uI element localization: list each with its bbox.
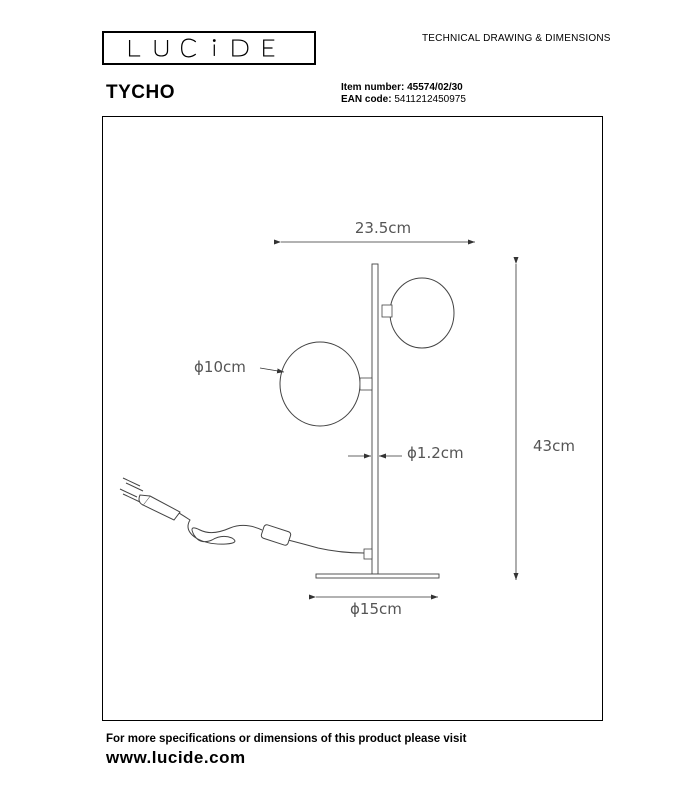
plug-pin-1	[122, 477, 141, 487]
ean-value: 5411212450975	[394, 94, 466, 105]
product-meta: Item number: 45574/02/30 EAN code: 54112…	[341, 82, 466, 106]
width-dimension: 23.5cm	[274, 219, 475, 245]
footer-note: For more specifications or dimensions of…	[106, 733, 467, 745]
lower-globe-shade	[279, 341, 361, 427]
plug-body	[142, 495, 181, 521]
lower-socket	[359, 377, 373, 391]
product-name: TYCHO	[106, 82, 175, 103]
item-number-value: 45574/02/30	[407, 82, 463, 93]
drawing-frame	[102, 116, 603, 721]
base-diameter-label: ϕ15cm	[350, 600, 402, 618]
stem-diameter-dimension: ϕ1.2cm	[348, 444, 464, 462]
cord-segment-upper	[287, 539, 365, 554]
shade-diameter-dimension: ϕ10cm	[194, 358, 285, 376]
stem-diameter-label: ϕ1.2cm	[407, 444, 464, 462]
upper-socket	[381, 304, 393, 318]
shade-diameter-leader	[259, 367, 285, 374]
upper-globe-shade	[389, 277, 455, 349]
footer-website-link[interactable]: www.lucide.com	[106, 748, 246, 767]
height-label: 43cm	[533, 437, 575, 455]
cord-coil	[169, 507, 263, 545]
plug-head	[138, 494, 151, 506]
document-heading: TECHNICAL DRAWING & DIMENSIONS	[422, 33, 611, 44]
cable-entry	[363, 548, 373, 560]
plug-pin-1b	[125, 482, 144, 492]
brand-logo	[102, 31, 316, 65]
item-number-row: Item number: 45574/02/30	[341, 82, 466, 94]
shade-diameter-label: ϕ10cm	[194, 358, 246, 376]
ean-label: EAN code:	[341, 94, 392, 105]
plug-pin-2b	[122, 493, 141, 503]
base-diameter-dimension: ϕ15cm	[309, 594, 438, 618]
height-dimension: 43cm	[513, 257, 575, 580]
power-cord	[119, 477, 365, 554]
item-number-label: Item number:	[341, 82, 405, 93]
plug-pin-2	[119, 488, 138, 498]
lamp-base	[315, 573, 440, 579]
brand-logo-wordmark	[128, 38, 275, 58]
lamp-stem	[371, 263, 379, 575]
width-label: 23.5cm	[355, 219, 411, 237]
ean-row: EAN code: 5411212450975	[341, 94, 466, 106]
inline-switch	[260, 524, 292, 546]
